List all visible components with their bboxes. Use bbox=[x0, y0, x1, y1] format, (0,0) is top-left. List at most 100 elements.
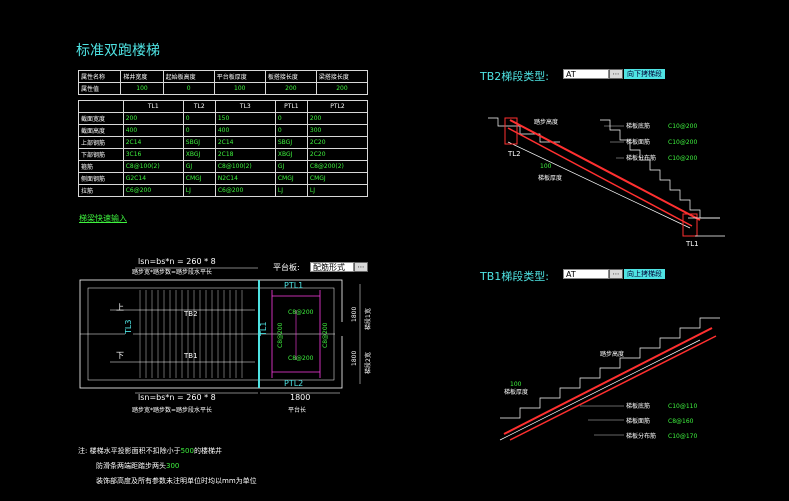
platform-rebar-combo-button[interactable]: ⋯ bbox=[354, 262, 368, 272]
table-cell[interactable]: 2C20 bbox=[306, 136, 369, 149]
table-cell[interactable]: 0 bbox=[274, 112, 308, 125]
dist-rebar-label: 梯板分布筋 bbox=[626, 432, 656, 440]
stair-attribute-table: 属性名称 梯井宽度 起始板高度 平台板厚度 板搭接长度 梁搭接长度 属性值 10… bbox=[77, 70, 369, 95]
stair-plan-view: lsn=bs*n = 260 * 8 踏步宽*踏步数=踏步段水平长 平台板: 上… bbox=[79, 257, 372, 414]
table-cell[interactable]: LJ bbox=[306, 184, 369, 197]
table-cell[interactable]: C6@200 bbox=[214, 184, 276, 197]
table-header-cell: PTL2 bbox=[306, 100, 369, 113]
dist-rebar-label: 梯板分布筋 bbox=[626, 154, 656, 162]
table-cell[interactable]: 3C16 bbox=[122, 148, 184, 161]
note-line-3: 装饰部高度及所有参数未注明单位时均以mm为单位 bbox=[96, 477, 257, 485]
note-prefix: 注: bbox=[78, 447, 88, 455]
table-row: 属性值 100 0 100 200 200 bbox=[77, 82, 369, 95]
rebar-label: C8@200 bbox=[288, 309, 314, 316]
table-cell[interactable]: 0 bbox=[274, 124, 308, 137]
table-row-label: 拉筋 bbox=[78, 184, 124, 197]
note-line-2: 防滑条两端距踏步两头300 bbox=[96, 461, 179, 471]
tb2-type-combo[interactable]: AT bbox=[563, 69, 609, 79]
tb1-type-title: TB1梯段类型: bbox=[480, 270, 549, 283]
rebar-label: C8@200 bbox=[322, 322, 329, 348]
platform-label: 平台板: bbox=[273, 262, 300, 272]
table-cell[interactable]: 150 bbox=[214, 112, 276, 125]
table-cell[interactable]: 100 bbox=[120, 82, 164, 95]
table-cell[interactable]: 200 bbox=[306, 112, 369, 125]
tb1-plan-label: TB1 bbox=[183, 352, 198, 360]
table-cell[interactable]: SBGJ bbox=[182, 136, 216, 149]
table-header-cell: 起始板高度 bbox=[162, 70, 215, 83]
table-cell[interactable]: 300 bbox=[306, 124, 369, 137]
bottom-rebar-label: 梯板底筋 bbox=[626, 122, 650, 130]
table-row: 上部钢筋 2C14 SBGJ 2C14 SBGJ 2C20 bbox=[78, 136, 369, 149]
table-cell[interactable]: XBGJ bbox=[274, 148, 308, 161]
table-cell[interactable]: 2C18 bbox=[214, 148, 276, 161]
top-rebar-label: 梯板面筋 bbox=[626, 138, 650, 146]
table-cell[interactable]: C8@100(2) bbox=[122, 160, 184, 173]
table-cell[interactable]: 100 bbox=[213, 82, 266, 95]
tb1-type-combo-button[interactable]: ⋯ bbox=[609, 269, 623, 279]
table-cell[interactable]: 0 bbox=[182, 112, 216, 125]
down-label: 下 bbox=[116, 351, 124, 360]
table-cell[interactable]: SBGJ bbox=[274, 136, 308, 149]
table-header-cell: 梯井宽度 bbox=[120, 70, 164, 83]
table-cell[interactable]: CMGJ bbox=[274, 172, 308, 185]
table-cell[interactable]: LJ bbox=[182, 184, 216, 197]
table-cell[interactable]: 0 bbox=[162, 82, 215, 95]
note-text: 的楼梯井 bbox=[193, 447, 222, 455]
table-row: TL1 TL2 TL3 PTL1 PTL2 bbox=[78, 100, 369, 113]
thickness-label: 梯板厚度 bbox=[538, 174, 562, 182]
table-row-label: 侧面钢筋 bbox=[78, 172, 124, 185]
table-cell[interactable]: 0 bbox=[182, 124, 216, 137]
tb2-type-title: TB2梯段类型: bbox=[480, 70, 549, 83]
tb2-plan-label: TB2 bbox=[183, 310, 198, 318]
beam-quick-input-link[interactable]: 梯梁快速输入 bbox=[79, 214, 127, 223]
top-formula: lsn=bs*n = 260 * 8 bbox=[138, 257, 216, 266]
tl3-label: TL3 bbox=[124, 320, 133, 335]
table-cell[interactable]: CMGJ bbox=[182, 172, 216, 185]
table-row-label: 下部钢筋 bbox=[78, 148, 124, 161]
table-cell[interactable]: 2C14 bbox=[214, 136, 276, 149]
bottom-rebar-value: C10@110 bbox=[668, 403, 697, 410]
table-cell[interactable]: 200 bbox=[264, 82, 317, 95]
tb1-section-view: 100 梯板厚度 踏步高度 梯板底筋 C10@110 梯板面筋 C8@160 梯… bbox=[499, 317, 720, 441]
ptl2-label: PTL2 bbox=[284, 379, 303, 388]
table-cell[interactable]: G2C14 bbox=[122, 172, 184, 185]
table-cell[interactable]: C8@100(2) bbox=[214, 160, 276, 173]
tl1-label: TL1 bbox=[259, 322, 268, 337]
tl2-label: TL2 bbox=[507, 150, 521, 158]
table-row: 截面宽度 200 0 150 0 200 bbox=[78, 112, 369, 125]
platform-rebar-combo[interactable]: 配筋形式 bbox=[310, 262, 354, 272]
top-rebar-label: 梯板面筋 bbox=[626, 417, 650, 425]
table-cell[interactable]: 2C14 bbox=[122, 136, 184, 149]
copy-up-button[interactable]: 向上拷梯段 bbox=[624, 269, 665, 279]
table-cell[interactable]: LJ bbox=[274, 184, 308, 197]
table-cell[interactable]: N2C14 bbox=[214, 172, 276, 185]
table-header-cell: 板搭接长度 bbox=[264, 70, 317, 83]
bottom-formula: lsn=bs*n = 260 * 8 bbox=[138, 393, 216, 402]
top-rebar-value: C10@200 bbox=[668, 139, 697, 146]
note-line-1: 注: 楼梯水平投影面积不扣除小于500的楼梯井 bbox=[78, 446, 222, 456]
tb1-type-combo[interactable]: AT bbox=[563, 269, 609, 279]
tb2-type-combo-button[interactable]: ⋯ bbox=[609, 69, 623, 79]
platform-length: 1800 bbox=[290, 393, 310, 402]
table-cell[interactable]: CMGJ bbox=[306, 172, 369, 185]
bottom-rebar-label: 梯板底筋 bbox=[626, 402, 650, 410]
table-cell[interactable]: C8@200(2) bbox=[306, 160, 369, 173]
table-header-cell: 属性名称 bbox=[77, 70, 122, 83]
dist-rebar-value: C10@170 bbox=[668, 433, 697, 440]
table-cell[interactable]: GJ bbox=[274, 160, 308, 173]
top-step-caption: 踏步宽*踏步数=踏步段水平长 bbox=[132, 268, 212, 276]
table-cell[interactable]: 200 bbox=[122, 112, 184, 125]
table-cell[interactable]: 400 bbox=[122, 124, 184, 137]
table-row-label: 截面宽度 bbox=[78, 112, 124, 125]
table-cell[interactable]: 400 bbox=[214, 124, 276, 137]
platform-length-caption: 平台长 bbox=[288, 406, 306, 414]
table-cell[interactable]: C6@200 bbox=[122, 184, 184, 197]
page-title: 标准双跑楼梯 bbox=[76, 43, 160, 59]
table-cell[interactable]: 2C20 bbox=[306, 148, 369, 161]
copy-down-button[interactable]: 向下拷梯段 bbox=[624, 69, 665, 79]
table-cell[interactable]: GJ bbox=[182, 160, 216, 173]
table-cell[interactable]: 200 bbox=[315, 82, 369, 95]
table-cell[interactable]: XBGJ bbox=[182, 148, 216, 161]
table-header-cell bbox=[78, 100, 124, 113]
rebar-label: C8@200 bbox=[277, 322, 284, 348]
